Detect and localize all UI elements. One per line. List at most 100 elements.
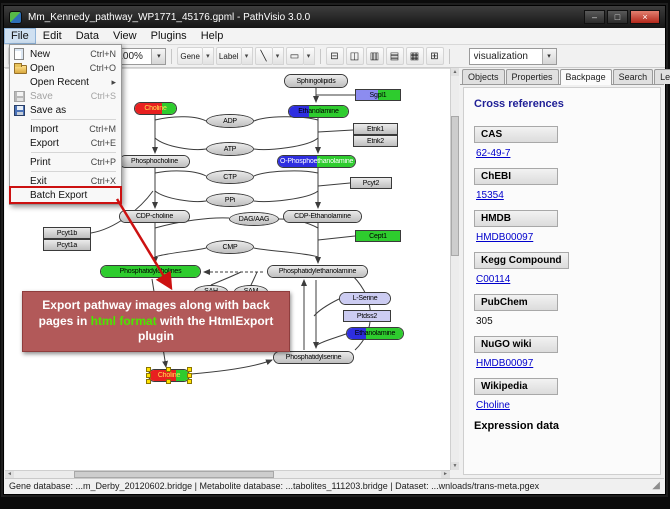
align-center-x-button[interactable]: ⊟ bbox=[325, 47, 344, 65]
visualization-combobox[interactable]: visualization▾ bbox=[468, 47, 557, 65]
selection-handle-se[interactable] bbox=[187, 379, 192, 384]
align-left-button[interactable]: ▥ bbox=[365, 47, 384, 65]
scroll-down-icon[interactable]: ▼ bbox=[451, 462, 459, 470]
pathway-node-choline-selected[interactable]: Choline bbox=[146, 367, 192, 384]
selection-handle-n[interactable] bbox=[166, 367, 171, 372]
pathway-node-etnk1[interactable]: Etnk1 bbox=[353, 123, 398, 135]
pathway-edge[interactable] bbox=[253, 116, 319, 122]
gene-datanode-button[interactable]: Gene bbox=[177, 47, 203, 65]
align-top-button[interactable]: ▤ bbox=[385, 47, 404, 65]
stack-vertical-button[interactable]: ▦ bbox=[405, 47, 424, 65]
crossref-link[interactable]: 15354 bbox=[476, 190, 504, 201]
scroll-right-icon[interactable]: ► bbox=[441, 471, 450, 478]
menu-help[interactable]: Help bbox=[200, 30, 224, 42]
pathway-node-phosphatidylcholines[interactable]: Phosphatidylcholines bbox=[100, 265, 201, 278]
vertical-scroll-thumb[interactable] bbox=[451, 116, 459, 256]
scroll-up-icon[interactable]: ▲ bbox=[451, 68, 459, 76]
file-menu-item-batch-export[interactable]: Batch Export bbox=[11, 188, 120, 202]
tab-legend[interactable]: Legend bbox=[654, 69, 670, 84]
pathway-edge[interactable] bbox=[253, 190, 319, 202]
menu-data[interactable]: Data bbox=[75, 30, 99, 42]
line-tool-button[interactable]: ╲ bbox=[254, 47, 273, 65]
pathway-edge[interactable] bbox=[317, 235, 356, 241]
pathway-node-adp[interactable]: ADP bbox=[206, 114, 254, 128]
label-tool-dropdown[interactable]: ▾ bbox=[241, 47, 253, 65]
pathway-edge[interactable] bbox=[210, 271, 242, 286]
pathway-node-sgpl1[interactable]: Sgpl1 bbox=[355, 89, 401, 101]
scroll-left-icon[interactable]: ◄ bbox=[5, 471, 14, 478]
crossref-link[interactable]: Choline bbox=[476, 400, 510, 411]
pathway-edge[interactable] bbox=[250, 271, 258, 286]
pathway-edge[interactable] bbox=[154, 116, 207, 122]
pathway-node-pcyt2[interactable]: Pcyt2 bbox=[350, 177, 392, 189]
pathway-node-ptdss2[interactable]: Ptdss2 bbox=[343, 310, 391, 322]
menu-plugins[interactable]: Plugins bbox=[150, 30, 187, 42]
minimize-button[interactable]: – bbox=[584, 10, 605, 24]
pathway-node-cept1[interactable]: Cept1 bbox=[355, 230, 401, 242]
pathway-node-ethanolamine-bottom[interactable]: Ethanolamine bbox=[346, 327, 404, 340]
selection-handle-w[interactable] bbox=[146, 372, 151, 378]
gene-datanode-dropdown[interactable]: ▾ bbox=[202, 47, 214, 65]
selection-handle-sw[interactable] bbox=[146, 379, 151, 384]
pathway-node-etnk2[interactable]: Etnk2 bbox=[353, 135, 398, 147]
horizontal-scrollbar[interactable]: ◄ ► bbox=[5, 470, 450, 478]
horizontal-scroll-thumb[interactable] bbox=[74, 471, 274, 478]
pathway-node-l-serine[interactable]: L-Serine bbox=[339, 292, 391, 305]
pathway-node-ctp[interactable]: CTP bbox=[206, 170, 254, 184]
pathway-node-phosphatidylethanolamine[interactable]: Phosphatidylethanolamine bbox=[267, 265, 368, 278]
pathway-edge[interactable] bbox=[253, 247, 319, 258]
titlebar[interactable]: Mm_Kennedy_pathway_WP1771_45176.gpml - P… bbox=[4, 6, 665, 28]
pathway-edge[interactable] bbox=[313, 298, 340, 317]
align-center-y-button[interactable]: ◫ bbox=[345, 47, 364, 65]
menu-edit[interactable]: Edit bbox=[42, 30, 62, 42]
file-menu-item-save-as[interactable]: Save as bbox=[11, 103, 120, 117]
menu-view[interactable]: View bbox=[112, 30, 137, 42]
pathway-node-phosphocholine[interactable]: Phosphocholine bbox=[119, 155, 190, 168]
chevron-down-icon[interactable]: ▾ bbox=[541, 48, 556, 64]
pathway-node-cmp[interactable]: CMP bbox=[206, 240, 254, 254]
crossref-link[interactable]: HMDB00097 bbox=[476, 358, 534, 369]
pathway-edge[interactable] bbox=[154, 247, 207, 258]
pathway-node-sphingolipids[interactable]: Sphingolipids bbox=[284, 74, 348, 88]
stack-horizontal-button[interactable]: ⊞ bbox=[425, 47, 444, 65]
selection-handle-e[interactable] bbox=[187, 372, 192, 378]
selection-handle-nw[interactable] bbox=[146, 367, 151, 372]
shape-tool-dropdown[interactable]: ▾ bbox=[303, 47, 315, 65]
crossref-link[interactable]: 62-49-7 bbox=[476, 148, 511, 159]
pathway-node-atp[interactable]: ATP bbox=[206, 142, 254, 156]
vertical-scrollbar[interactable]: ▲ ▼ bbox=[450, 68, 459, 470]
pathway-edge[interactable] bbox=[154, 137, 207, 150]
label-tool-button[interactable]: Label bbox=[215, 47, 242, 65]
pathway-edge[interactable] bbox=[317, 182, 351, 187]
pathway-node-pcyt1a[interactable]: Pcyt1a bbox=[43, 239, 91, 251]
pathway-node-pcyt1b[interactable]: Pcyt1b bbox=[43, 227, 91, 239]
pathway-node-ethanolamine-top[interactable]: Ethanolamine bbox=[288, 105, 349, 118]
pathway-edge[interactable] bbox=[154, 190, 207, 202]
pathway-edge[interactable] bbox=[253, 170, 319, 177]
selection-handle-s[interactable] bbox=[166, 379, 171, 384]
shape-tool-button[interactable]: ▭ bbox=[285, 47, 304, 65]
pathway-node-o-phosphoethanolamine[interactable]: O-Phosphoethanolamine bbox=[277, 155, 356, 168]
close-button[interactable]: × bbox=[630, 10, 660, 24]
selection-handle-ne[interactable] bbox=[187, 367, 192, 372]
crossref-link[interactable]: HMDB00097 bbox=[476, 232, 534, 243]
pathway-edge[interactable] bbox=[253, 137, 319, 150]
menu-file[interactable]: File bbox=[4, 28, 36, 44]
pathway-node-cdp-ethanolamine[interactable]: CDP-Ethanolamine bbox=[283, 210, 362, 223]
pathway-node-ppi[interactable]: PPi bbox=[206, 193, 254, 207]
chevron-down-icon[interactable]: ▾ bbox=[151, 48, 166, 64]
line-tool-dropdown[interactable]: ▾ bbox=[272, 47, 284, 65]
resize-grip[interactable]: ◢ bbox=[652, 480, 660, 491]
file-menu-item-open-recent[interactable]: Open Recent▸ bbox=[11, 75, 120, 89]
pathway-edge[interactable] bbox=[317, 129, 354, 133]
pathway-node-cdp-choline[interactable]: CDP-choline bbox=[119, 210, 190, 223]
pathway-node-phosphatidylserine[interactable]: Phosphatidylserine bbox=[273, 351, 354, 364]
tab-backpage[interactable]: Backpage bbox=[559, 69, 612, 85]
tab-objects[interactable]: Objects bbox=[462, 69, 505, 84]
pathway-edge[interactable] bbox=[316, 333, 347, 346]
